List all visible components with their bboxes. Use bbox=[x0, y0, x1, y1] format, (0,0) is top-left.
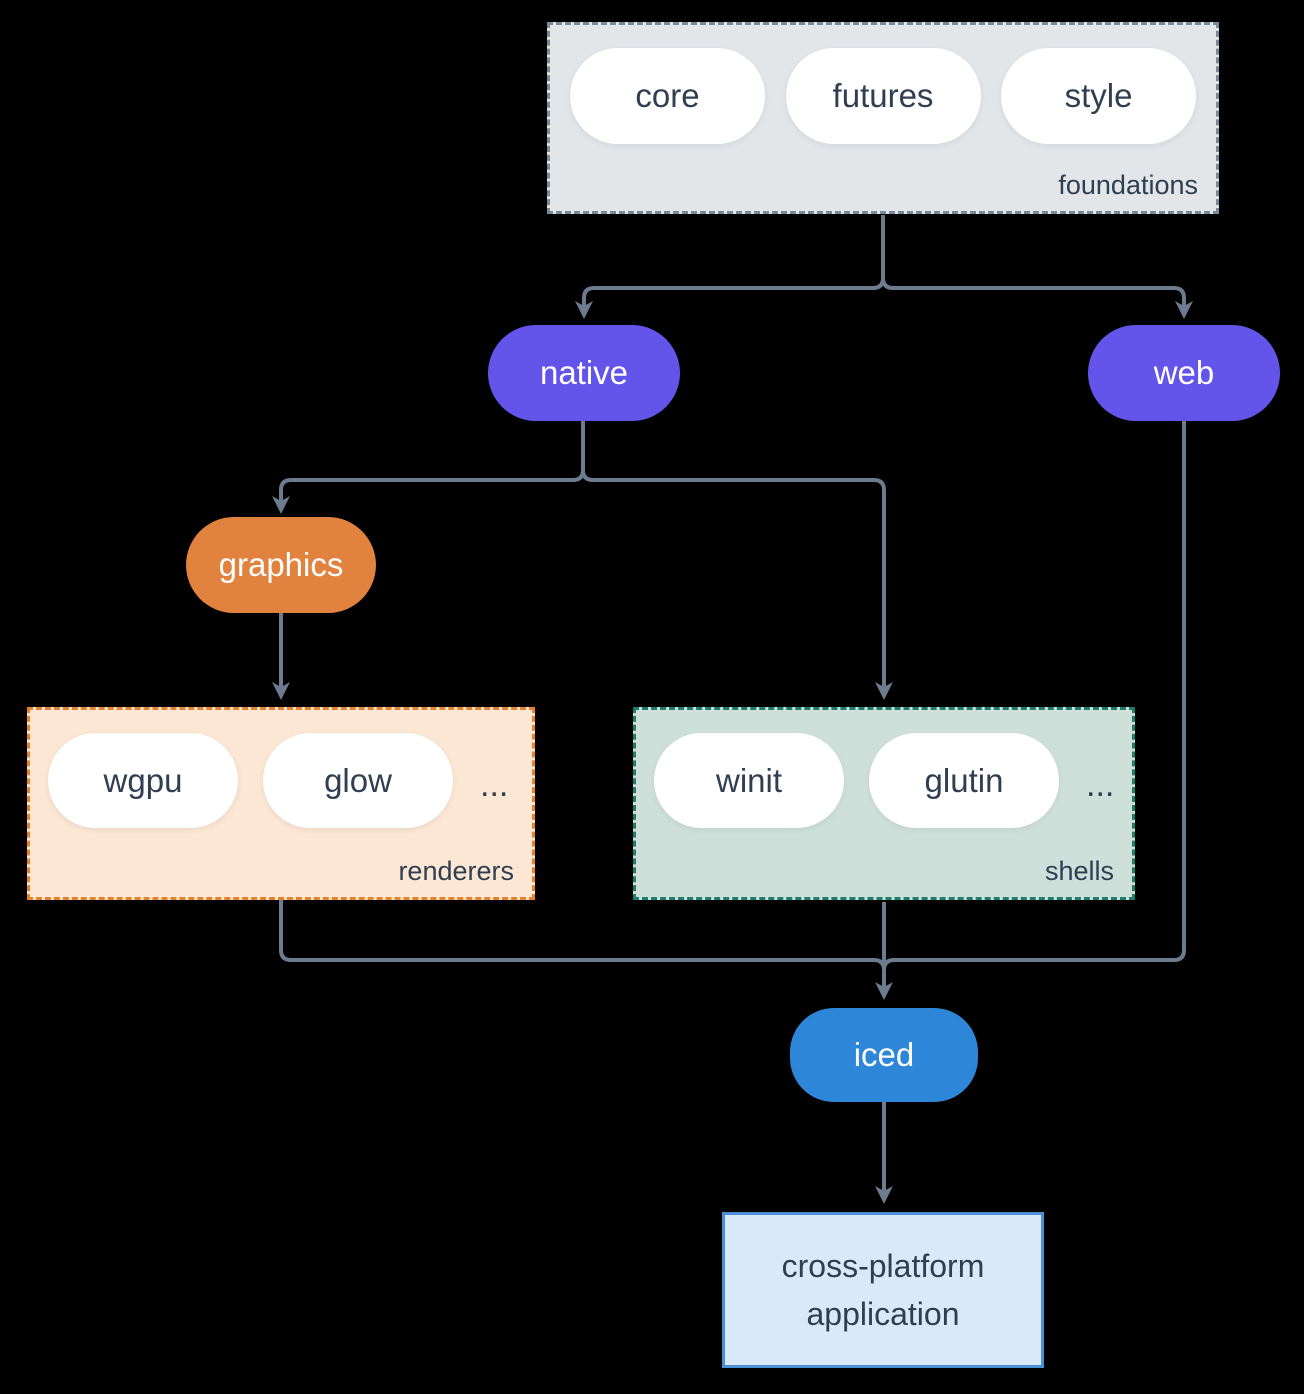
node-native: native bbox=[488, 325, 680, 421]
foundations-group-label: foundations bbox=[1058, 170, 1198, 200]
shells-group: winit glutin ... shells bbox=[633, 707, 1135, 900]
renderers-ellipsis: ... bbox=[480, 766, 509, 804]
foundations-group: core futures style foundations bbox=[547, 22, 1219, 214]
foundations-chip-row: core futures style bbox=[550, 25, 1216, 144]
node-iced-label: iced bbox=[853, 1036, 915, 1073]
edge-native-graphics bbox=[272, 421, 585, 514]
edge-foundations-native bbox=[575, 215, 885, 319]
renderers-group: wgpu glow ... renderers bbox=[27, 707, 535, 900]
chip-core-label: core bbox=[635, 77, 700, 114]
chip-glutin: glutin bbox=[869, 733, 1059, 828]
chip-glutin-label: glutin bbox=[924, 761, 1004, 799]
edge-native-shells bbox=[581, 421, 893, 700]
chip-winit: winit bbox=[654, 733, 844, 828]
application-box: cross-platform application bbox=[722, 1212, 1044, 1368]
edge-renderers-iced bbox=[279, 900, 886, 988]
node-web: web bbox=[1088, 325, 1280, 421]
chip-futures: futures bbox=[785, 48, 981, 144]
application-label-line1: cross-platform bbox=[781, 1248, 985, 1284]
node-web-label: web bbox=[1153, 354, 1215, 391]
chip-glow-label: glow bbox=[324, 761, 392, 799]
shells-group-label: shells bbox=[1044, 856, 1114, 886]
node-graphics: graphics bbox=[186, 517, 376, 613]
renderers-chip-row: wgpu glow ... bbox=[30, 710, 532, 828]
chip-wgpu-label: wgpu bbox=[103, 761, 183, 799]
node-native-label: native bbox=[539, 354, 629, 391]
chip-wgpu: wgpu bbox=[48, 733, 238, 828]
node-iced: iced bbox=[790, 1008, 978, 1102]
edge-web-iced bbox=[882, 421, 1186, 988]
edge-foundations-web bbox=[881, 215, 1193, 319]
chip-glow: glow bbox=[263, 733, 453, 828]
renderers-group-label: renderers bbox=[398, 856, 514, 886]
chip-core: core bbox=[570, 48, 765, 144]
shells-chip-row: winit glutin ... bbox=[636, 710, 1132, 828]
application-label-line2: application bbox=[806, 1296, 960, 1332]
chip-winit-label: winit bbox=[715, 761, 783, 799]
chip-style-label: style bbox=[1064, 77, 1133, 114]
chip-futures-label: futures bbox=[832, 77, 934, 114]
node-graphics-label: graphics bbox=[218, 546, 344, 583]
chip-style: style bbox=[1001, 48, 1196, 144]
shells-ellipsis: ... bbox=[1086, 766, 1115, 804]
